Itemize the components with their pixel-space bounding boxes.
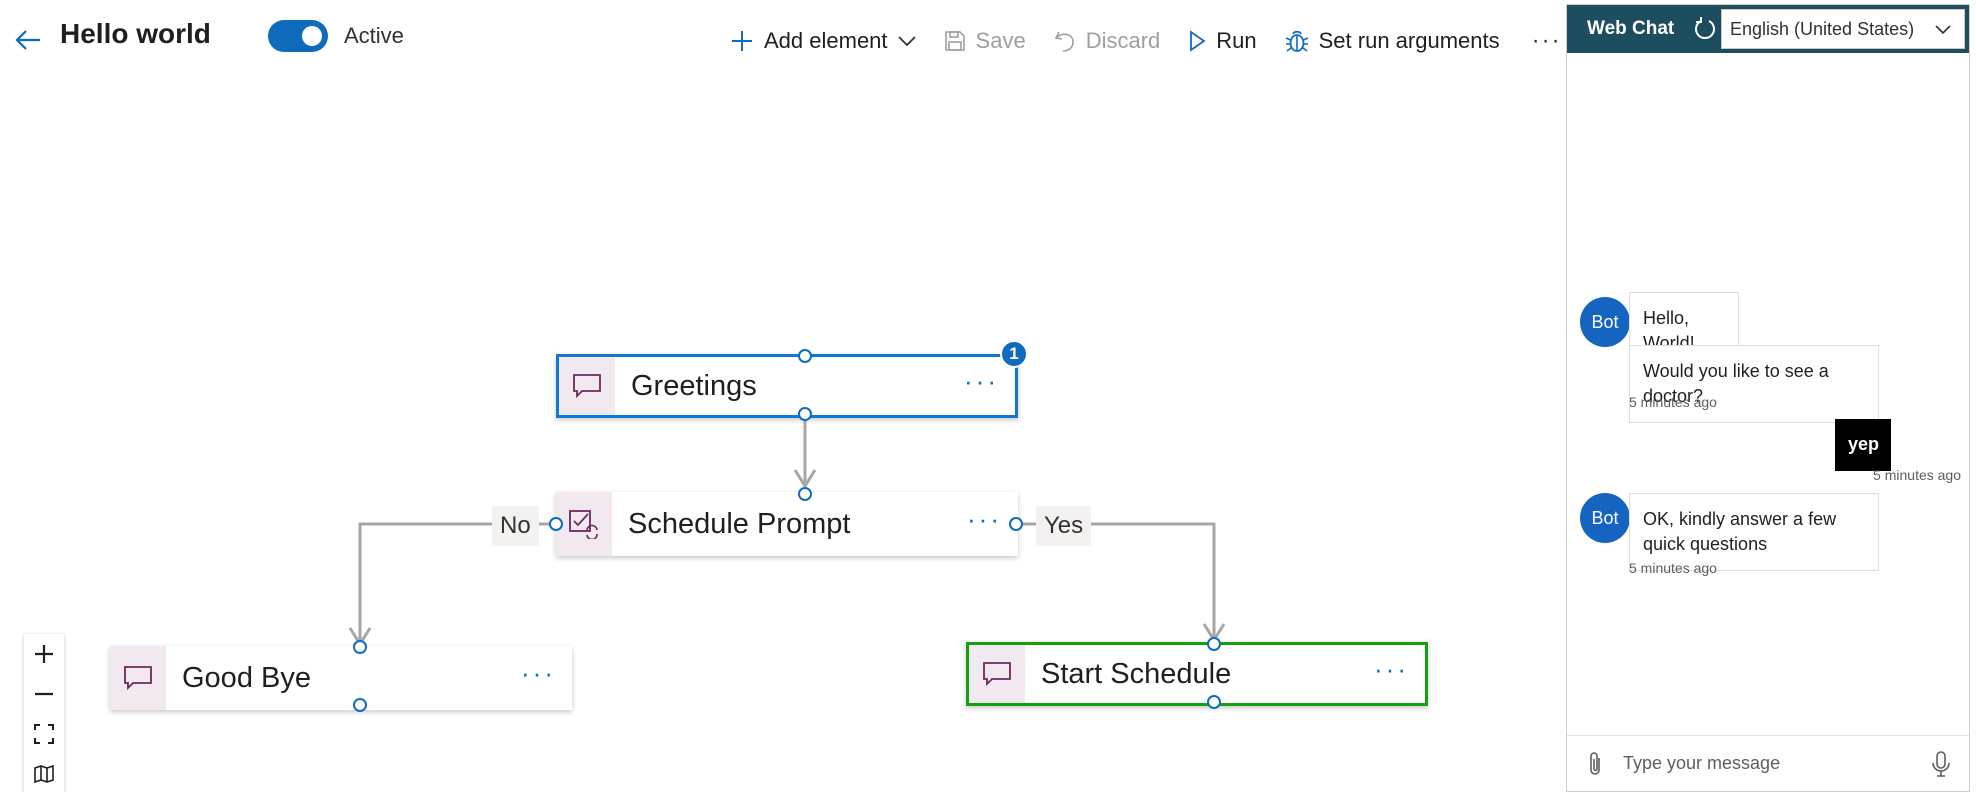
bug-icon [1285, 30, 1308, 52]
web-chat-header: Web Chat English (United States) [1567, 5, 1969, 53]
zoom-out-button[interactable] [24, 674, 64, 714]
add-element-label: Add element [764, 28, 888, 53]
port-schedule-prompt-in[interactable] [798, 487, 812, 501]
node-schedule-prompt[interactable]: Schedule Prompt ··· [556, 492, 1018, 556]
port-start-schedule-in[interactable] [1207, 637, 1221, 651]
port-greetings-in[interactable] [798, 349, 812, 363]
chat-message-user: yep [1835, 419, 1891, 471]
port-good-bye-in[interactable] [353, 640, 367, 654]
status-toggle-group: Active [268, 20, 404, 52]
more-options-button[interactable]: ··· [1531, 27, 1562, 54]
command-bar: Add element Save Discard Run [730, 20, 1562, 62]
node-start-schedule-more-button[interactable]: ··· [1374, 654, 1409, 684]
port-schedule-prompt-no[interactable] [549, 517, 563, 531]
run-label: Run [1216, 28, 1257, 53]
plus-icon [35, 645, 53, 663]
bot-avatar: Bot [1580, 493, 1630, 543]
edge-label-yes: Yes [1036, 506, 1092, 546]
page-title: Hello world [60, 18, 211, 49]
port-greetings-out[interactable] [798, 407, 812, 421]
node-start-schedule[interactable]: Start Schedule ··· [966, 642, 1428, 706]
run-button[interactable]: Run [1188, 28, 1257, 54]
discard-button[interactable]: Discard [1054, 28, 1161, 54]
bot-avatar: Bot [1580, 297, 1630, 347]
attach-file-button[interactable] [1567, 736, 1623, 792]
map-icon [34, 764, 54, 784]
message-icon [983, 662, 1011, 687]
save-label: Save [975, 28, 1026, 53]
active-label: Active [344, 23, 404, 48]
zoom-in-button[interactable] [24, 634, 64, 674]
message-input[interactable] [1623, 743, 1913, 784]
save-button[interactable]: Save [944, 28, 1026, 54]
set-run-arguments-label: Set run arguments [1318, 28, 1500, 53]
node-good-bye-label: Good Bye [182, 661, 311, 694]
chat-composer [1567, 735, 1969, 791]
paperclip-icon [1590, 751, 1600, 775]
discard-label: Discard [1085, 28, 1161, 53]
microphone-icon [1932, 750, 1950, 777]
web-chat-panel: Web Chat English (United States) Bot Hel… [1566, 4, 1970, 792]
chat-message-bot: OK, kindly answer a few quick questions [1629, 493, 1879, 571]
active-toggle[interactable] [268, 20, 328, 52]
fit-screen-icon [34, 724, 54, 744]
web-chat-title: Web Chat [1587, 18, 1675, 39]
toggle-knob [302, 26, 322, 46]
add-element-button[interactable]: Add element [730, 28, 916, 54]
port-schedule-prompt-yes[interactable] [1009, 517, 1023, 531]
chevron-down-icon [1935, 25, 1951, 35]
node-icon-cell [556, 492, 612, 556]
node-schedule-prompt-label: Schedule Prompt [628, 507, 851, 540]
zoom-controls [24, 634, 64, 792]
chat-timestamp: 5 minutes ago [1629, 560, 1717, 576]
minus-icon [35, 692, 53, 696]
node-greetings-badge: 1 [1000, 340, 1028, 368]
fit-to-screen-button[interactable] [24, 714, 64, 754]
node-good-bye-more-button[interactable]: ··· [521, 658, 556, 688]
node-greetings[interactable]: Greetings ··· [556, 354, 1018, 418]
back-arrow-icon [15, 30, 40, 50]
top-bar: Hello world Active Add element Save [0, 0, 1560, 80]
chat-message-bot: Would you like to see a doctor? [1629, 345, 1879, 423]
message-icon [124, 666, 152, 691]
microphone-button[interactable] [1913, 736, 1969, 792]
chat-timestamp: 5 minutes ago [1629, 394, 1717, 410]
edge-label-no: No [492, 506, 539, 546]
node-greetings-label: Greetings [631, 369, 757, 402]
prompt-icon [569, 510, 598, 539]
undo-icon [1054, 31, 1074, 52]
node-start-schedule-label: Start Schedule [1041, 657, 1232, 690]
node-icon-cell [110, 646, 166, 710]
minimap-button[interactable] [24, 754, 64, 792]
node-greetings-more-button[interactable]: ··· [964, 366, 999, 396]
node-icon-cell [559, 357, 615, 415]
chevron-down-icon [897, 36, 916, 47]
port-start-schedule-out[interactable] [1207, 695, 1221, 709]
restart-conversation-button[interactable] [1692, 16, 1718, 42]
message-icon [573, 374, 601, 399]
plus-icon [732, 31, 752, 51]
port-good-bye-out[interactable] [353, 698, 367, 712]
refresh-icon [1695, 17, 1716, 40]
locale-select[interactable]: English (United States) [1721, 9, 1965, 49]
locale-select-value: English (United States) [1730, 18, 1915, 39]
chat-timestamp: 5 minutes ago [1873, 467, 1961, 483]
node-icon-cell [969, 645, 1025, 703]
node-good-bye[interactable]: Good Bye ··· [110, 646, 572, 710]
node-schedule-prompt-more-button[interactable]: ··· [967, 504, 1002, 534]
save-icon [944, 31, 965, 51]
back-button[interactable] [10, 22, 46, 58]
play-icon [1190, 30, 1206, 52]
set-run-arguments-button[interactable]: Set run arguments [1285, 28, 1500, 54]
